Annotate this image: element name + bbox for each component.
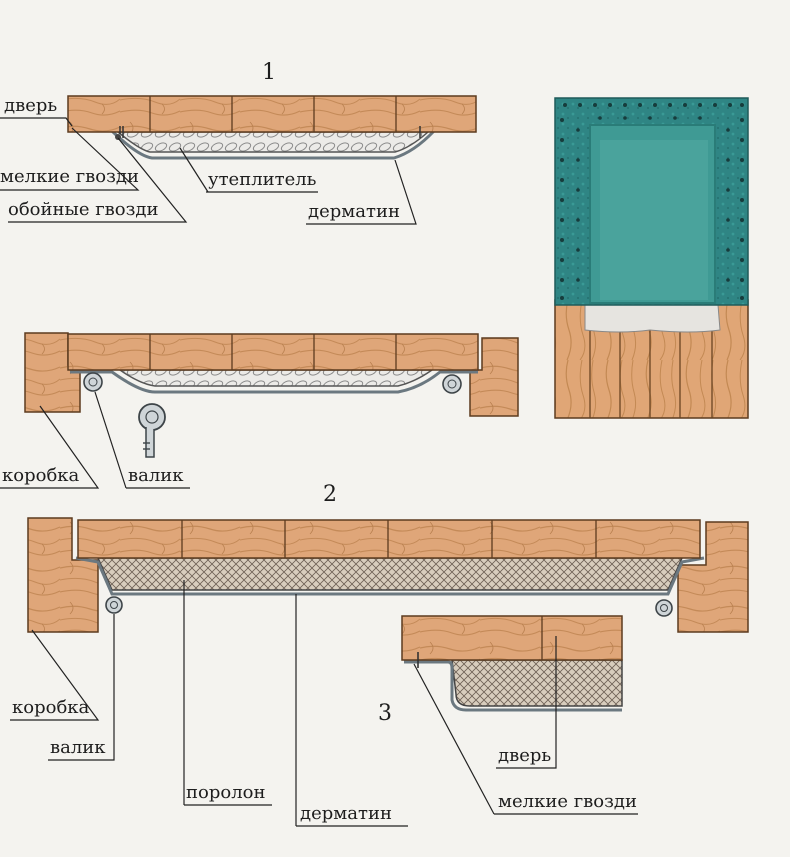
insulation-layer-1 <box>115 131 430 153</box>
label-door-1: дверь <box>4 95 58 116</box>
door-board-2 <box>77 519 701 559</box>
label-frame-1: коробка <box>2 465 80 486</box>
figure-3 <box>401 615 623 712</box>
figure-number-3: 3 <box>378 701 392 726</box>
label-foam: поролон <box>186 782 266 803</box>
label-small-nails-1: мелкие гвозди <box>0 166 140 187</box>
label-roller-2: валик <box>50 737 106 758</box>
roller-right <box>442 374 462 394</box>
figure-1-frame <box>24 332 519 458</box>
leader-lines <box>0 117 638 827</box>
roller-sample <box>138 403 166 458</box>
foam-layer <box>96 557 684 591</box>
label-leatherette-1: дерматин <box>308 201 400 222</box>
figure-1 <box>67 95 477 160</box>
frame-left-2 <box>27 517 99 633</box>
figure-2 <box>27 517 749 633</box>
nail-heads <box>560 103 744 300</box>
leatherette-layer-1 <box>110 129 436 160</box>
door-board-3 <box>401 615 623 661</box>
foam-layer-3 <box>451 659 623 707</box>
upholstery-nail-head <box>115 134 121 140</box>
door-perspective-view <box>554 97 749 419</box>
label-small-nails-3: мелкие гвозди <box>498 791 638 812</box>
door-board-1 <box>67 95 477 133</box>
label-roller-1: валик <box>128 465 184 486</box>
figure-number-2: 2 <box>323 482 337 507</box>
leatherette-layer-2 <box>75 556 705 596</box>
label-door-3: дверь <box>498 745 552 766</box>
roller-left <box>83 372 103 392</box>
figure-number-1: 1 <box>262 60 276 85</box>
label-frame-2: коробка <box>12 697 90 718</box>
label-upholstery-nails: обойные гвозди <box>8 199 159 220</box>
label-insulation: утеплитель <box>208 169 317 190</box>
label-leatherette-2: дерматин <box>300 803 392 824</box>
